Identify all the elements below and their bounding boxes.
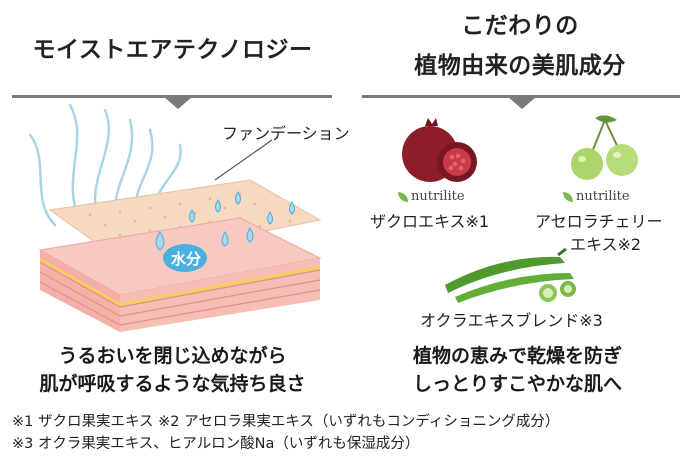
acerola-image: [571, 115, 638, 180]
okra-image: [445, 247, 576, 303]
right-section-title-line1: こだわりの: [461, 13, 579, 39]
nutrilite-logo-2: nutrilite: [563, 189, 630, 204]
foundation-leader-line: [214, 139, 273, 181]
pomegranate-image: [402, 118, 477, 182]
left-section-title: モイストエアテクノロジー: [32, 37, 313, 63]
left-divider: [12, 95, 332, 98]
leaf-icon: [563, 191, 573, 202]
ingredient-acerola-label-line2: エキス※2: [570, 235, 642, 254]
left-caption-line1: うるおいを閉じ込めながら: [58, 345, 287, 367]
ingredient-okra-label: オクラエキスブレンド※3: [420, 311, 603, 330]
foundation-label: ファンデーション: [222, 124, 350, 143]
right-divider-pointer: [508, 97, 536, 109]
skin-layer-illustration: [28, 103, 322, 332]
water-bubble: [163, 244, 207, 272]
leaf-icon: [398, 191, 408, 202]
footnote-line2: ※3 オクラ果実エキス、ヒアルロン酸Na（いずれも保湿成分）: [12, 436, 420, 452]
right-caption-line1: 植物の恵みで乾燥を防ぎ: [412, 345, 622, 367]
right-divider: [362, 95, 680, 98]
left-divider-pointer: [164, 97, 192, 109]
skin-layer-lines: [39, 261, 321, 326]
nutrilite-logo-1: nutrilite: [398, 189, 465, 204]
footnote-line1: ※1 ザクロ果実エキス ※2 アセロラ果実エキス（いずれもコンディショニング成分…: [12, 414, 560, 430]
ingredient-acerola-label-line1: アセロラチェリー: [535, 212, 663, 231]
left-caption-line2: 肌が呼吸するような気持ち良さ: [39, 373, 306, 395]
right-section-title-line2: 植物由来の美肌成分: [414, 53, 626, 79]
water-droplets: [155, 191, 295, 251]
ingredient-pomegranate-label: ザクロエキス※1: [370, 212, 490, 231]
right-caption-line2: しっとりすこやかな肌へ: [412, 373, 622, 395]
water-label: 水分: [171, 250, 202, 268]
